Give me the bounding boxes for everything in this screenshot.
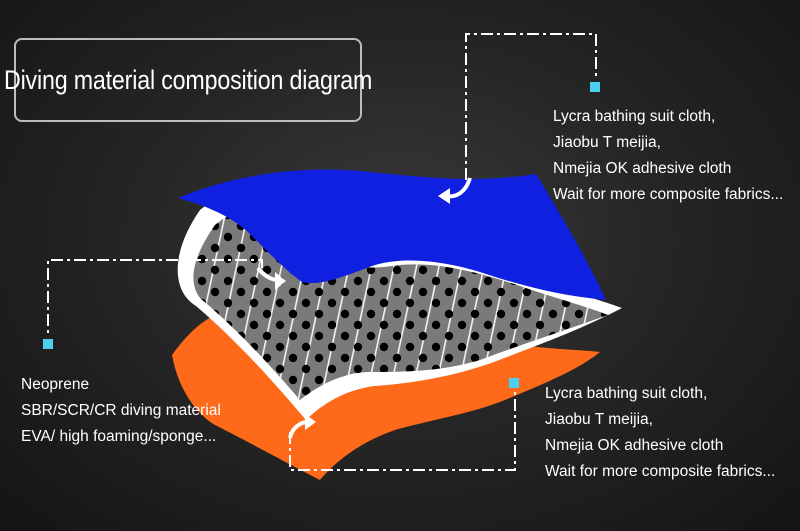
top-layer-line: Wait for more composite fabrics... bbox=[553, 186, 784, 203]
bottom-layer-line: Lycra bathing suit cloth, bbox=[545, 385, 708, 402]
arrow-bottom-head-icon bbox=[305, 414, 316, 430]
arrow-top-head-icon bbox=[438, 188, 450, 204]
marker-top-icon bbox=[590, 82, 600, 92]
middle-layer-line: EVA/ high foaming/sponge... bbox=[21, 428, 217, 445]
connector-middle bbox=[47, 259, 263, 336]
top-fabric-layer bbox=[178, 169, 606, 300]
top-layer-line: Jiaobu T meijia, bbox=[553, 134, 661, 151]
connector-bottom bbox=[289, 390, 516, 471]
bottom-layer-line: Jiaobu T meijia, bbox=[545, 411, 653, 428]
top-layer-label: Lycra bathing suit cloth, Jiaobu T meiji… bbox=[553, 104, 783, 208]
diagram-title: Diving material composition diagram bbox=[3, 64, 373, 95]
bottom-layer-line: Nmejia OK adhesive cloth bbox=[545, 437, 724, 454]
middle-layer-line: SBR/SCR/CR diving material bbox=[21, 402, 221, 419]
top-layer-line: Nmejia OK adhesive cloth bbox=[553, 160, 732, 177]
connector-top bbox=[465, 33, 597, 180]
middle-layer-label: Neoprene SBR/SCR/CR diving material EVA/… bbox=[21, 372, 221, 450]
middle-layer-line: Neoprene bbox=[21, 376, 90, 393]
marker-middle-icon bbox=[43, 339, 53, 349]
marker-bottom-icon bbox=[509, 378, 519, 388]
title-box: Diving material composition diagram bbox=[4, 38, 372, 122]
bottom-layer-line: Wait for more composite fabrics... bbox=[545, 463, 776, 480]
top-layer-line: Lycra bathing suit cloth, bbox=[553, 108, 716, 125]
bottom-layer-label: Lycra bathing suit cloth, Jiaobu T meiji… bbox=[545, 381, 775, 485]
arrow-middle-head-icon bbox=[275, 272, 286, 290]
